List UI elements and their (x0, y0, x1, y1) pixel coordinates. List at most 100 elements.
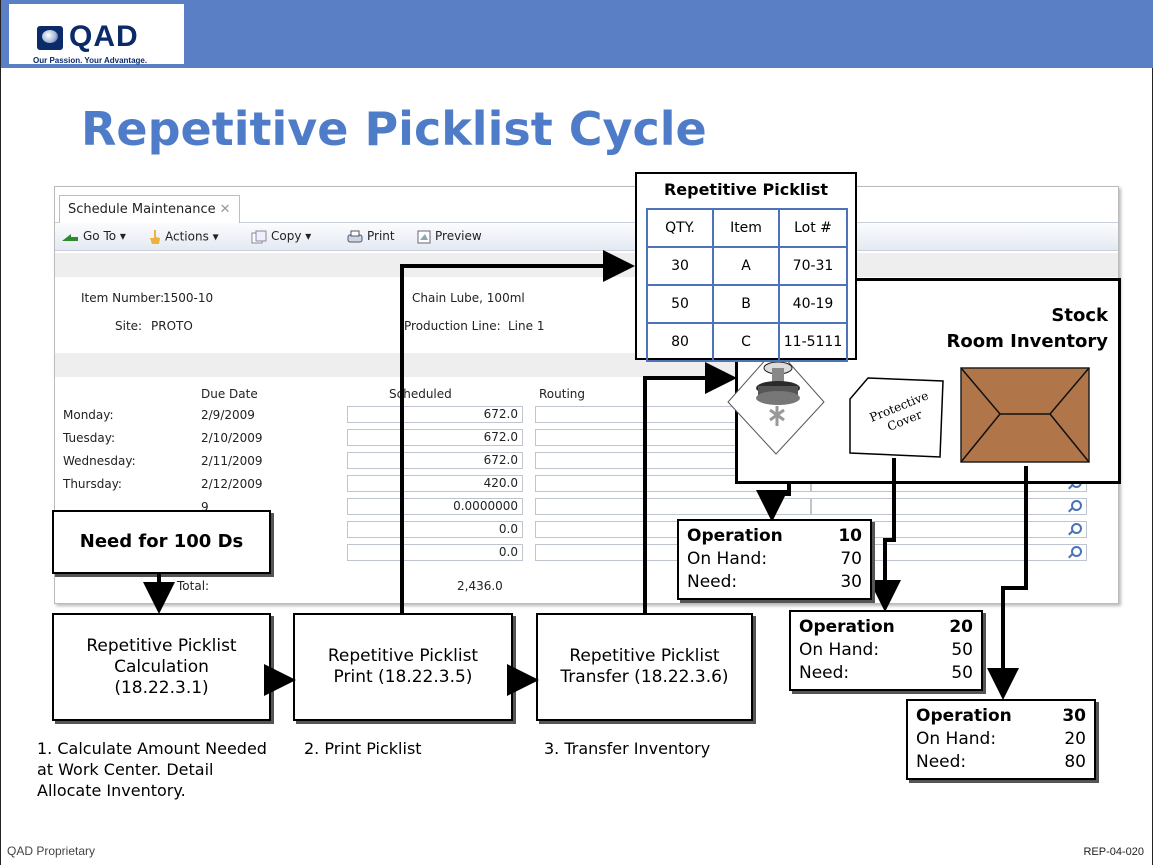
cardboard-box-icon (960, 367, 1090, 463)
row-day-label: Monday: (63, 408, 114, 422)
need-label: Need: (916, 752, 967, 772)
operation-number: 30 (1062, 706, 1086, 726)
picklist-cell: 70-31 (778, 246, 848, 286)
stock-title-line-1: Stock (1051, 305, 1108, 326)
picklist-row: 50 B 40-19 (646, 284, 848, 324)
on-hand-value: 20 (1064, 729, 1086, 749)
row-day-label: Wednesday: (63, 454, 136, 468)
picklist-cell: 40-19 (778, 284, 848, 324)
slide-title: Repetitive Picklist Cycle (81, 102, 707, 156)
machine-graphic (727, 347, 825, 455)
transfer-text: Repetitive Picklist Transfer (18.22.3.6) (560, 646, 729, 687)
chevron-down-icon: ▾ (212, 229, 219, 244)
picklist-cell: 11-5111 (778, 322, 848, 362)
need-value: 50 (951, 663, 973, 683)
operation-30: Operation 30 On Hand: 20 Need: 80 (906, 699, 1096, 780)
on-hand-label: On Hand: (916, 729, 997, 749)
calculation-text: Repetitive Picklist Calculation (18.22.3… (86, 635, 237, 698)
site-value: PROTO (151, 319, 193, 333)
step-1-note: 1. Calculate Amount Needed at Work Cente… (37, 739, 267, 800)
picklist-table: QTY. Item Lot # 30 A 70-31 50 B 40-19 80… (646, 208, 848, 362)
need-value: 30 (840, 572, 862, 592)
cover-shape (849, 377, 944, 458)
toolbar: Go To ▾ Actions ▾ Copy ▾ Print Preview (55, 223, 1118, 251)
row-due-date: 9 (201, 500, 209, 514)
search-icon[interactable] (1071, 546, 1082, 557)
calculation-box: Repetitive Picklist Calculation (18.22.3… (52, 613, 271, 721)
goto-label: Go To (83, 229, 117, 243)
row-due-date: 2/11/2009 (201, 454, 263, 468)
qad-logo-icon (37, 26, 63, 50)
col-routing: Routing (539, 387, 586, 401)
routing-extra-input[interactable] (811, 498, 1087, 515)
header-banner: QAD Our Passion. Your Advantage. (1, 0, 1153, 68)
row-due-date: 2/10/2009 (201, 431, 263, 445)
col-due-date: Due Date (201, 387, 258, 401)
search-icon[interactable] (1071, 500, 1082, 511)
scheduled-qty-input[interactable]: 672.0 (347, 406, 523, 423)
logo-tagline: Our Passion. Your Advantage. (33, 56, 148, 65)
row-day-label: Tuesday: (63, 431, 115, 445)
repetitive-picklist: Repetitive Picklist QTY. Item Lot # 30 A… (635, 172, 857, 362)
picklist-header-item: Item (712, 208, 780, 248)
scheduled-qty-input[interactable]: 672.0 (347, 429, 523, 446)
operation-label: Operation (916, 706, 1012, 726)
goto-arrow-icon (62, 233, 78, 241)
chevron-down-icon: ▾ (119, 229, 126, 243)
preview-label: Preview (435, 229, 482, 243)
qad-logo: QAD Our Passion. Your Advantage. (9, 4, 184, 65)
picklist-cell: 30 (646, 246, 714, 286)
need-box: Need for 100 Ds (52, 510, 271, 574)
scheduled-qty-input[interactable]: 0.0 (347, 544, 523, 561)
item-number-label: Item Number: (81, 291, 165, 305)
need-label: Need: (799, 663, 850, 683)
scheduled-qty-input[interactable]: 0.0 (347, 521, 523, 538)
search-icon[interactable] (1071, 523, 1082, 534)
header-band (55, 253, 1118, 277)
picklist-row: 80 C 11-5111 (646, 322, 848, 362)
scheduled-qty-input[interactable]: 420.0 (347, 475, 523, 492)
scheduled-qty-input[interactable]: 672.0 (347, 452, 523, 469)
on-hand-label: On Hand: (687, 549, 768, 569)
preview-icon (417, 230, 431, 243)
tab-bar: Schedule Maintenance✕ (55, 187, 1118, 224)
protective-cover: Protective Cover (848, 377, 946, 459)
goto-button[interactable]: Go To ▾ (61, 229, 126, 243)
picklist-header-lot: Lot # (778, 208, 848, 248)
stock-room-title: Stock Room Inventory (947, 303, 1108, 355)
picklist-header-row: QTY. Item Lot # (646, 208, 848, 248)
scheduled-qty-input[interactable]: 0.0000000 (347, 498, 523, 515)
footer-proprietary: QAD Proprietary (7, 844, 96, 858)
site-label: Site: (115, 319, 143, 333)
row-due-date: 2/12/2009 (201, 477, 263, 491)
machine-icon (726, 346, 826, 455)
operation-number: 10 (838, 526, 862, 546)
row-day-label: Thursday: (63, 477, 122, 491)
picklist-cell: C (712, 322, 780, 362)
actions-label: Actions (165, 229, 209, 244)
chevron-down-icon: ▾ (305, 229, 312, 243)
step-3-note: 3. Transfer Inventory (544, 739, 711, 758)
routing-input[interactable] (535, 498, 811, 515)
actions-button[interactable]: Actions ▾ (149, 229, 219, 245)
total-label: Total: (177, 579, 210, 593)
on-hand-value: 70 (840, 549, 862, 569)
print-button[interactable]: Print (347, 229, 395, 244)
tab-schedule-maintenance[interactable]: Schedule Maintenance✕ (59, 195, 240, 224)
step-2-note: 2. Print Picklist (304, 739, 422, 758)
on-hand-label: On Hand: (799, 640, 880, 660)
picklist-cell: 80 (646, 322, 714, 362)
picklist-row: 30 A 70-31 (646, 246, 848, 286)
need-value: 80 (1064, 752, 1086, 772)
need-label: Need: (687, 572, 738, 592)
close-icon[interactable]: ✕ (219, 202, 231, 217)
picklist-cell: A (712, 246, 780, 286)
footer-slide-id: REP-04-020 (1083, 846, 1144, 858)
preview-button[interactable]: Preview (417, 229, 482, 244)
production-line-label: Production Line: (404, 319, 501, 333)
print-text: Repetitive Picklist Print (18.22.3.5) (327, 646, 479, 687)
operation-10: Operation 10 On Hand: 70 Need: 30 (677, 519, 872, 600)
operation-label: Operation (687, 526, 783, 546)
copy-button[interactable]: Copy ▾ (251, 229, 311, 244)
